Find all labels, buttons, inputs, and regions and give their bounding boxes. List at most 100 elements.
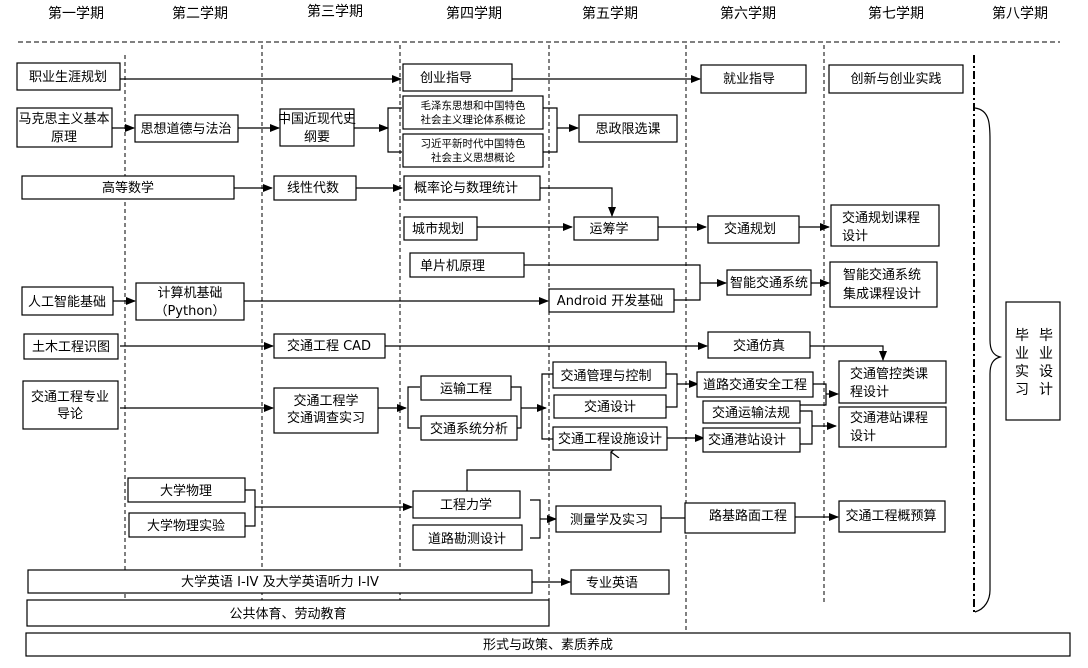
course-mcu[interactable]: 单片机原理	[409, 252, 525, 278]
course-operations-research[interactable]: 运筹学	[573, 216, 659, 241]
arrow-probability-to-or	[540, 187, 616, 217]
course-entrepreneurship-guide[interactable]: 创业指导	[402, 63, 513, 92]
course-intro[interactable]: 交通工程专业 导论	[22, 380, 119, 430]
course-marxism[interactable]: 马克思主义基本 原理	[16, 107, 113, 148]
course-civil-drawing[interactable]: 土木工程识图	[23, 333, 119, 360]
course-label: 交通管理与控制	[560, 368, 651, 384]
course-its-design[interactable]: 智能交通系统 集成课程设计	[829, 261, 938, 308]
course-budget[interactable]: 交通工程概预算	[838, 500, 946, 533]
course-label: 交通工程专业	[31, 389, 109, 405]
course-traffic-design[interactable]: 交通设计	[553, 394, 667, 419]
course-urban-planning[interactable]: 城市规划	[403, 216, 478, 241]
course-label: 道路交通安全工程	[703, 377, 807, 393]
graduation-brace	[974, 107, 1003, 613]
bracket-mgmt-right	[666, 373, 678, 408]
course-mechanics[interactable]: 工程力学	[412, 490, 521, 519]
semester-2-header: 第二学期	[172, 5, 228, 22]
course-subgrade[interactable]: 路基路面工程	[684, 502, 796, 534]
course-label: 公共体育、劳动教育	[229, 606, 346, 622]
course-station-design[interactable]: 交通港站设计	[702, 427, 801, 453]
course-label: 设计	[842, 229, 868, 244]
bracket-physics	[245, 489, 256, 527]
course-label: 概率论与数理统计	[414, 180, 518, 196]
course-mgmt-control[interactable]: 交通管理与控制	[552, 361, 667, 389]
course-label: 毛泽东思想和中国特色	[421, 99, 526, 112]
course-label: 创业指导	[420, 71, 472, 86]
course-label: 交通工程 CAD	[287, 338, 371, 354]
course-label: 就业指导	[723, 72, 775, 87]
course-english[interactable]: 大学英语 I-IV 及大学英语听力 I-IV	[27, 569, 533, 594]
course-label: 智能交通系统	[843, 267, 921, 283]
course-career-planning[interactable]: 职业生涯规划	[16, 62, 121, 91]
course-ethics-law[interactable]: 思想道德与法治	[134, 114, 239, 143]
course-label: 交通规划课程	[842, 210, 920, 226]
course-control-design[interactable]: 交通管控类课 程设计	[838, 360, 947, 404]
course-physics[interactable]: 大学物理	[127, 477, 246, 503]
course-probability[interactable]: 概率论与数理统计	[403, 175, 541, 201]
course-label: 纲要	[304, 130, 330, 145]
course-label: 计	[1039, 382, 1053, 398]
course-transport-planning-design[interactable]: 交通规划课程 设计	[830, 204, 940, 247]
bracket-law-station	[800, 410, 813, 445]
course-label: 程设计	[850, 385, 889, 400]
course-station-course[interactable]: 交通港站课程 设计	[838, 406, 947, 448]
course-label: 大学物理	[160, 483, 212, 499]
course-transport-law[interactable]: 交通运输法规	[702, 400, 801, 424]
semester-5-header: 第五学期	[582, 5, 638, 22]
course-pe-labor[interactable]: 公共体育、劳动教育	[26, 599, 550, 627]
course-surveying[interactable]: 测量学及实习	[555, 505, 662, 533]
course-ideology-elective[interactable]: 思政限选课	[578, 114, 678, 143]
course-physics-lab[interactable]: 大学物理实验	[128, 512, 246, 538]
arrow-mechanics-to-facility	[466, 452, 611, 493]
course-prof-english[interactable]: 专业英语	[570, 569, 670, 595]
course-label: 交通港站设计	[708, 432, 786, 448]
course-label: （Python）	[154, 304, 225, 319]
arrow-simulation-to-control-design	[810, 345, 887, 361]
course-label: 交通工程概预算	[845, 508, 936, 524]
course-transport-engineering[interactable]: 运输工程	[420, 375, 512, 401]
graduation-design-column: 毕 业 设 计	[1039, 328, 1053, 398]
course-label: 计算机基础	[157, 286, 222, 301]
course-its[interactable]: 智能交通系统	[726, 269, 812, 296]
course-facility-design[interactable]: 交通工程设施设计	[552, 426, 668, 451]
course-road-safety[interactable]: 道路交通安全工程	[696, 371, 814, 398]
course-label: 人工智能基础	[28, 295, 106, 310]
course-label: 职业生涯规划	[29, 70, 107, 85]
course-label: 毕	[1039, 328, 1053, 344]
course-label: 交通管控类课	[850, 366, 928, 382]
course-traffic-engineering[interactable]: 交通工程学 交通调查实习	[273, 387, 379, 434]
course-advanced-math[interactable]: 高等数学	[21, 175, 235, 200]
course-label: 集成课程设计	[843, 286, 921, 302]
course-computer-basics[interactable]: 计算机基础 （Python）	[135, 282, 245, 321]
course-graduation[interactable]: 毕 业 实 习 毕 业 设 计	[1005, 301, 1061, 421]
course-policy[interactable]: 形式与政策、素质养成	[25, 632, 1071, 657]
course-label: 智能交通系统	[730, 275, 808, 291]
course-label: 土木工程识图	[32, 340, 110, 355]
course-label: 交通设计	[584, 399, 636, 415]
course-label: 交通港站课程	[850, 410, 928, 426]
course-label: 导论	[57, 407, 83, 422]
course-label: 习	[1015, 382, 1029, 398]
course-modern-history[interactable]: 中国近现代史 纲要	[278, 108, 356, 147]
course-linear-algebra[interactable]: 线性代数	[273, 175, 357, 201]
course-label: 设计	[850, 429, 876, 444]
course-label: 道路勘测设计	[428, 531, 506, 547]
course-android[interactable]: Android 开发基础	[548, 288, 675, 313]
course-innovation-practice[interactable]: 创新与创业实践	[828, 64, 964, 94]
course-label: 交通工程学	[293, 393, 358, 409]
course-traffic-simulation[interactable]: 交通仿真	[707, 331, 811, 359]
course-ai-basics[interactable]: 人工智能基础	[21, 286, 114, 316]
course-xi-thought[interactable]: 习近平新时代中国特色 社会主义思想概论	[402, 133, 544, 168]
course-label: 交通规划	[724, 221, 776, 237]
course-label: 形式与政策、素质养成	[483, 637, 613, 653]
course-transport-planning[interactable]: 交通规划	[707, 215, 800, 244]
course-mao-theory[interactable]: 毛泽东思想和中国特色 社会主义理论体系概论	[402, 95, 544, 130]
course-employment-guide[interactable]: 就业指导	[700, 64, 807, 94]
course-label: Android 开发基础	[557, 293, 663, 309]
course-label: 交通调查实习	[287, 410, 365, 426]
semester-8-header: 第八学期	[992, 5, 1048, 22]
course-traffic-cad[interactable]: 交通工程 CAD	[273, 333, 386, 359]
course-system-analysis[interactable]: 交通系统分析	[420, 415, 518, 441]
course-road-survey[interactable]: 道路勘测设计	[412, 524, 523, 551]
